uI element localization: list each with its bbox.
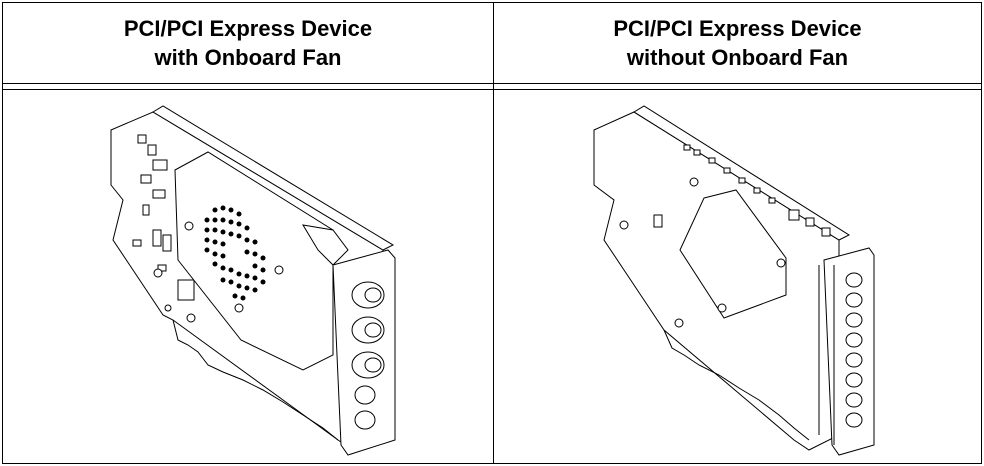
image-cell-with-fan	[3, 90, 493, 463]
header-cell-without-fan: PCI/PCI Express Device without Onboard F…	[494, 3, 981, 83]
top-edge-components	[683, 144, 831, 237]
bnc-connectors	[845, 272, 863, 428]
header-without-fan-line2: without Onboard Fan	[626, 45, 849, 70]
header-without-fan: PCI/PCI Express Device without Onboard F…	[613, 14, 861, 72]
bnc-connectors	[351, 281, 385, 430]
pci-device-with-fan-illustration	[110, 105, 396, 456]
image-cell-without-fan	[494, 90, 981, 463]
header-without-fan-line1: PCI/PCI Express Device	[613, 16, 862, 41]
header-cell-with-fan: PCI/PCI Express Device with Onboard Fan	[3, 3, 493, 83]
header-rule-top	[3, 83, 981, 84]
pci-device-without-fan-illustration	[593, 105, 875, 456]
header-with-fan-line2: with Onboard Fan	[154, 45, 342, 70]
header-rule-bottom	[3, 89, 981, 90]
heat-spreader	[679, 189, 787, 319]
header-with-fan-line1: PCI/PCI Express Device	[123, 16, 373, 41]
column-divider	[493, 3, 494, 463]
header-with-fan: PCI/PCI Express Device with Onboard Fan	[124, 14, 372, 72]
fan-grille	[184, 205, 284, 313]
fan-heatsink-plate	[174, 151, 334, 371]
